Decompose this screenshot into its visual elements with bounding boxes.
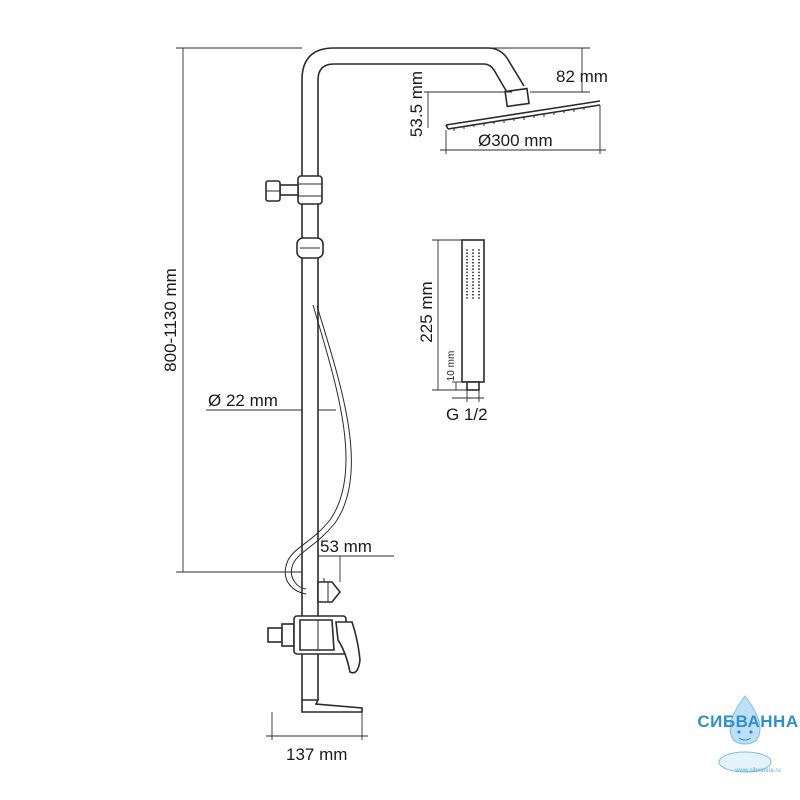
nozzle-dot bbox=[466, 268, 468, 271]
shower-head-nozzles bbox=[453, 107, 585, 131]
overhead-shower-head bbox=[445, 87, 601, 131]
nozzle-dot bbox=[466, 277, 468, 280]
shower-hose bbox=[284, 304, 352, 595]
nozzle-dot bbox=[478, 271, 480, 274]
nozzle-dot bbox=[478, 274, 480, 277]
mixer-body bbox=[267, 615, 361, 674]
nozzle-dot bbox=[472, 265, 474, 267]
handshower-holder bbox=[296, 237, 324, 259]
nozzle-dot bbox=[478, 249, 480, 251]
nozzle-dot bbox=[478, 297, 480, 299]
nozzle-dot bbox=[472, 284, 474, 287]
handshower-neck-label: 10 mm bbox=[446, 351, 457, 382]
diverter-offset-label: 53 mm bbox=[320, 537, 372, 556]
nozzle-dot bbox=[472, 258, 474, 261]
nozzle-dot bbox=[478, 258, 480, 261]
nozzle-dot bbox=[478, 284, 480, 287]
nozzle-dot bbox=[478, 261, 480, 264]
nozzle-dot bbox=[472, 281, 474, 283]
height-adjuster bbox=[265, 175, 323, 205]
nozzle-dot bbox=[472, 249, 474, 251]
nozzle-dot bbox=[466, 297, 468, 299]
head-thickness-label: 53.5 mm bbox=[407, 71, 426, 137]
bath-spout bbox=[301, 699, 363, 713]
dimension-labels: 800-1130 mm Ø 22 mm 82 mm 53.5 mm Ø300 m… bbox=[161, 67, 608, 764]
nozzle-dot bbox=[466, 255, 468, 258]
nozzle-dot bbox=[478, 265, 480, 267]
diverter bbox=[317, 578, 342, 603]
head-diameter-label: Ø300 mm bbox=[478, 131, 553, 150]
nozzle-dot bbox=[466, 284, 468, 287]
nozzle-dot bbox=[472, 268, 474, 271]
nozzle-dot bbox=[466, 287, 468, 290]
nozzle-dot bbox=[466, 261, 468, 264]
nozzle-dot bbox=[466, 258, 468, 261]
nozzle-dot bbox=[466, 249, 468, 251]
hand-shower bbox=[461, 239, 485, 391]
nozzle-dot bbox=[466, 252, 468, 255]
nozzle-dot bbox=[478, 268, 480, 271]
logo-brand-text: СИБВАННА bbox=[697, 712, 798, 731]
thread-label: G 1/2 bbox=[446, 405, 488, 424]
sibvanna-logo: СИБВАННА www.sibvanna.ru bbox=[697, 695, 798, 774]
nozzle-dot bbox=[466, 265, 468, 267]
nozzle-dot bbox=[472, 290, 474, 293]
nozzle-dot bbox=[466, 274, 468, 277]
height-range-label: 800-1130 mm bbox=[161, 268, 180, 372]
nozzle-dot bbox=[472, 293, 474, 296]
spout-length-label: 137 mm bbox=[286, 745, 347, 764]
head-drop-label: 82 mm bbox=[556, 67, 608, 86]
nozzle-dot bbox=[472, 297, 474, 299]
logo-site-text: www.sibvanna.ru bbox=[734, 768, 780, 774]
nozzle-dot bbox=[466, 271, 468, 274]
nozzle-dot bbox=[478, 252, 480, 255]
nozzle-dot bbox=[466, 281, 468, 283]
nozzle-dot bbox=[478, 287, 480, 290]
nozzle-dot bbox=[478, 277, 480, 280]
nozzle-dot bbox=[472, 274, 474, 277]
nozzle-dot bbox=[466, 293, 468, 296]
dimension-lines bbox=[176, 47, 606, 740]
nozzle-dot bbox=[478, 290, 480, 293]
nozzle-dot bbox=[466, 290, 468, 293]
nozzle-dot bbox=[478, 255, 480, 258]
hand-shower-nozzles bbox=[466, 249, 480, 299]
handshower-length-label: 225 mm bbox=[417, 281, 436, 342]
nozzle-dot bbox=[478, 293, 480, 296]
nozzle-dot bbox=[472, 271, 474, 274]
nozzle-dot bbox=[478, 281, 480, 283]
nozzle-dot bbox=[472, 277, 474, 280]
pipe-diameter-label: Ø 22 mm bbox=[208, 391, 278, 410]
nozzle-dot bbox=[472, 252, 474, 255]
nozzle-dot bbox=[472, 255, 474, 258]
nozzle-dot bbox=[472, 261, 474, 264]
nozzle-dot bbox=[472, 287, 474, 290]
